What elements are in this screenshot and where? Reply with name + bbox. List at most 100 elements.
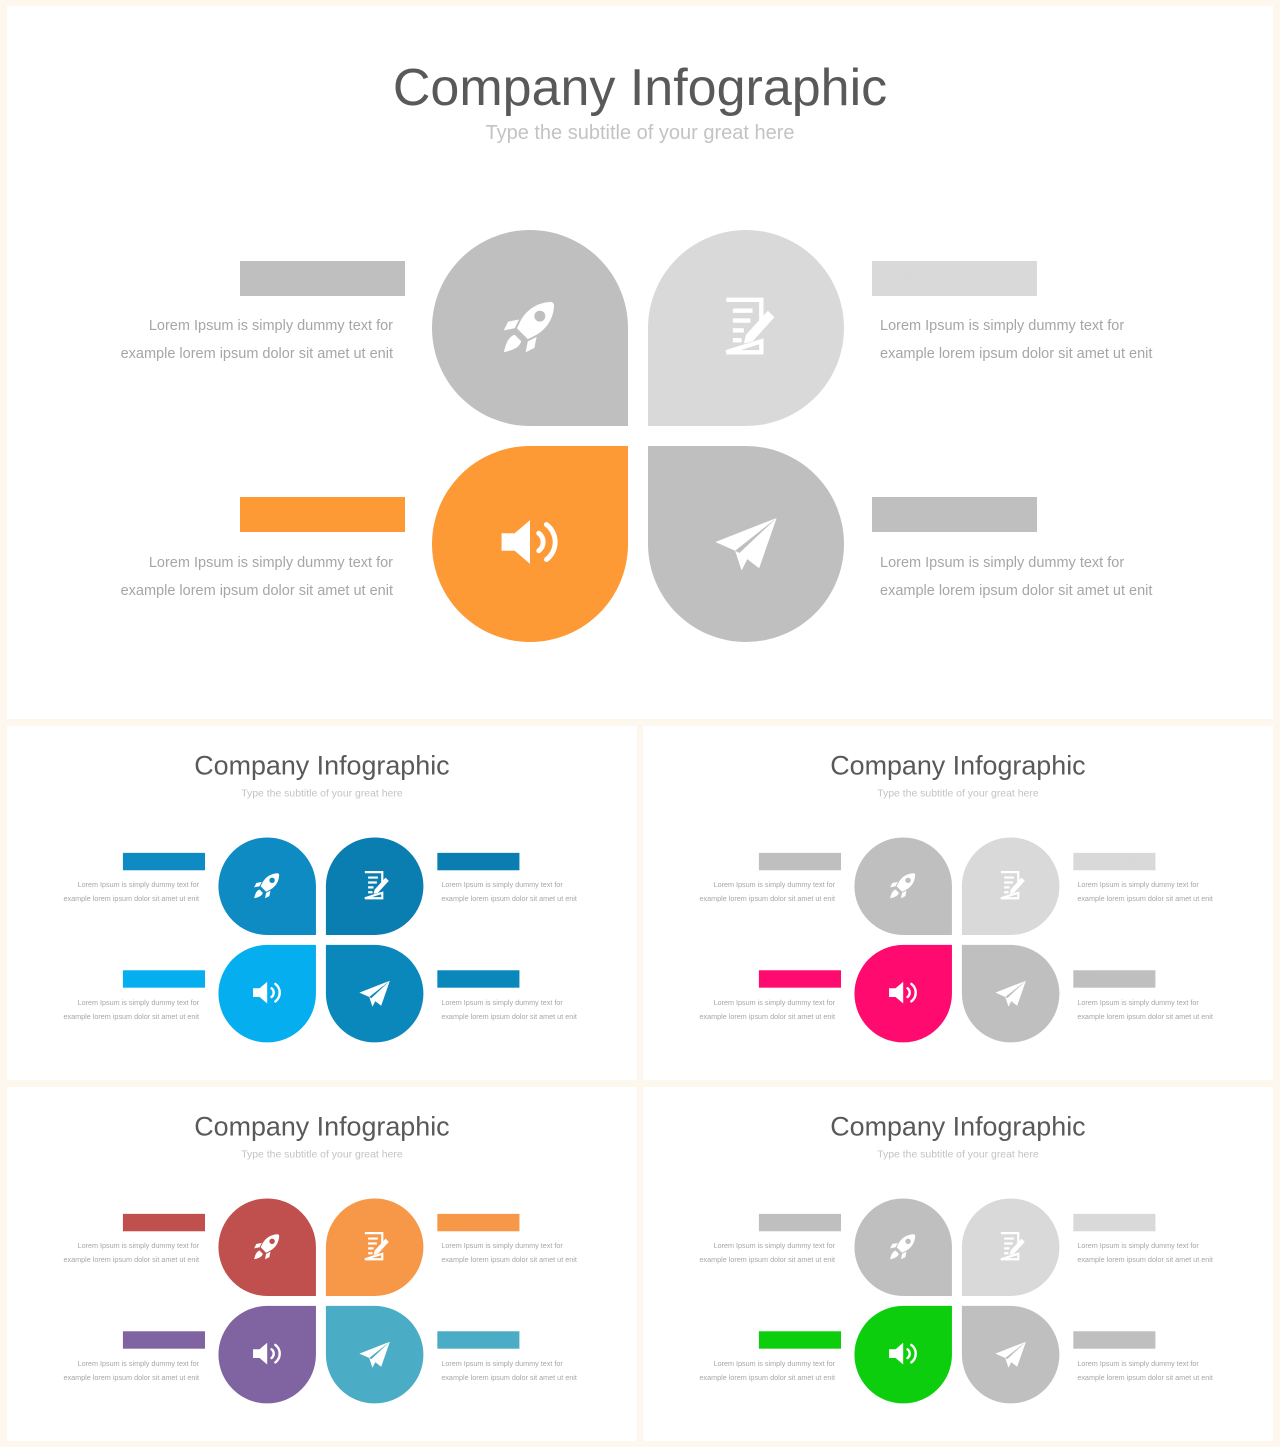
subtitle-tag-bottom-right: SUBTITLE HERE	[872, 497, 1038, 532]
description-top-right: Lorem Ipsum is simply dummy text for exa…	[1077, 1242, 1213, 1265]
subtitle-tag-bottom-left: SUBTITLE HERE	[758, 1331, 842, 1349]
subtitle-tag-bottom-right: SUBTITLE HERE	[1073, 970, 1156, 988]
petal-bottom-right	[325, 1305, 424, 1404]
page-subtitle: Type the subtitle of your great here	[877, 787, 1039, 800]
page-title: Company Infographic	[830, 1111, 1086, 1142]
subtitle-tag-top-right: SUBTITLE HERE	[437, 852, 520, 871]
description-bottom-left: Lorem Ipsum is simply dummy text for exa…	[63, 1360, 200, 1383]
slide-main: Company Infographic Type the subtitle of…	[7, 6, 1273, 719]
description-top-left: Lorem Ipsum is simply dummy text for exa…	[120, 318, 393, 362]
petal-bottom-right	[648, 446, 844, 642]
description-bottom-left: Lorem Ipsum is simply dummy text for exa…	[699, 999, 836, 1022]
page-subtitle: Type the subtitle of your great here	[241, 787, 403, 800]
rocket-icon	[250, 1229, 285, 1266]
rocket-icon	[495, 291, 565, 366]
page-subtitle: Type the subtitle of your great here	[485, 122, 795, 144]
rocket-icon	[886, 868, 921, 905]
petal-bottom-left	[854, 1305, 952, 1404]
document-edit-icon	[993, 868, 1028, 905]
description-top-right: Lorem Ipsum is simply dummy text for exa…	[1077, 881, 1213, 904]
speaker-icon	[495, 507, 565, 582]
description-top-right: Lorem Ipsum is simply dummy text for exa…	[441, 1242, 577, 1265]
description-top-left: Lorem Ipsum is simply dummy text for exa…	[699, 881, 836, 904]
subtitle-tag-top-left: SUBTITLE HERE	[758, 1213, 842, 1232]
slide-content: Company Infographic Type the subtitle of…	[643, 726, 1273, 1080]
description-bottom-right: Lorem Ipsum is simply dummy text for exa…	[441, 1360, 577, 1383]
paper-plane-icon	[357, 1336, 392, 1373]
description-bottom-right: Lorem Ipsum is simply dummy text for exa…	[1077, 999, 1213, 1022]
paper-plane-icon	[993, 1336, 1028, 1373]
description-bottom-left: Lorem Ipsum is simply dummy text for exa…	[63, 999, 200, 1022]
slide-content: Company Infographic Type the subtitle of…	[643, 1087, 1273, 1441]
subtitle-tag-bottom-right: SUBTITLE HERE	[1073, 1331, 1156, 1349]
subtitle-tag-bottom-left: SUBTITLE HERE	[122, 1331, 206, 1349]
description-top-left: Lorem Ipsum is simply dummy text for exa…	[63, 1242, 200, 1265]
description-bottom-right: Lorem Ipsum is simply dummy text for exa…	[1077, 1360, 1213, 1383]
speaker-icon	[250, 975, 285, 1012]
slide-pink: Company Infographic Type the subtitle of…	[643, 726, 1273, 1080]
document-edit-icon	[357, 868, 392, 905]
page-title: Company Infographic	[194, 1111, 450, 1142]
petal-top-left	[432, 230, 628, 426]
subtitle-tag-top-left: SUBTITLE HERE	[239, 261, 405, 296]
description-bottom-right: Lorem Ipsum is simply dummy text for exa…	[880, 555, 1153, 599]
document-edit-icon	[993, 1229, 1028, 1266]
petal-top-right	[325, 837, 424, 935]
page-subtitle: Type the subtitle of your great here	[241, 1148, 403, 1161]
petal-top-right	[961, 837, 1060, 935]
petal-bottom-left	[854, 944, 952, 1043]
document-edit-icon	[357, 1229, 392, 1266]
slide-content: Company Infographic Type the subtitle of…	[7, 1087, 637, 1441]
petal-bottom-left	[218, 944, 316, 1043]
description-bottom-left: Lorem Ipsum is simply dummy text for exa…	[699, 1360, 836, 1383]
slide-green: Company Infographic Type the subtitle of…	[643, 1087, 1273, 1441]
subtitle-tag-top-left: SUBTITLE HERE	[758, 852, 842, 871]
description-top-right: Lorem Ipsum is simply dummy text for exa…	[880, 318, 1153, 362]
subtitle-tag-top-right: SUBTITLE HERE	[872, 261, 1038, 296]
paper-plane-icon	[993, 975, 1028, 1012]
subtitle-tag-top-left: SUBTITLE HERE	[122, 1213, 206, 1232]
petal-bottom-left	[432, 446, 628, 642]
subtitle-tag-bottom-right: SUBTITLE HERE	[437, 970, 520, 988]
petal-top-left	[854, 1198, 952, 1296]
description-top-left: Lorem Ipsum is simply dummy text for exa…	[63, 881, 200, 904]
subtitle-tag-top-right: SUBTITLE HERE	[1073, 1213, 1156, 1232]
slide-blue: Company Infographic Type the subtitle of…	[7, 726, 637, 1080]
page-title: Company Infographic	[194, 750, 450, 781]
subtitle-tag-top-right: SUBTITLE HERE	[437, 1213, 520, 1232]
petal-top-right	[325, 1198, 424, 1296]
rocket-icon	[250, 868, 285, 905]
page-subtitle: Type the subtitle of your great here	[877, 1148, 1039, 1161]
petal-bottom-right	[961, 944, 1060, 1043]
subtitle-tag-bottom-left: SUBTITLE HERE	[122, 970, 206, 988]
slide-content: Company Infographic Type the subtitle of…	[7, 726, 637, 1080]
petal-bottom-left	[218, 1305, 316, 1404]
page-title: Company Infographic	[392, 59, 888, 117]
petal-top-right	[648, 230, 844, 426]
speaker-icon	[250, 1336, 285, 1373]
subtitle-tag-top-right: SUBTITLE HERE	[1073, 852, 1156, 871]
petal-top-left	[218, 1198, 316, 1296]
paper-plane-icon	[711, 507, 781, 582]
page-title: Company Infographic	[830, 750, 1086, 781]
rocket-icon	[886, 1229, 921, 1266]
speaker-icon	[886, 975, 921, 1012]
petal-bottom-right	[961, 1305, 1060, 1404]
description-bottom-left: Lorem Ipsum is simply dummy text for exa…	[120, 555, 393, 599]
description-top-right: Lorem Ipsum is simply dummy text for exa…	[441, 881, 577, 904]
document-edit-icon	[711, 291, 781, 366]
petal-top-left	[854, 837, 952, 935]
description-bottom-right: Lorem Ipsum is simply dummy text for exa…	[441, 999, 577, 1022]
slide-content: Company Infographic Type the subtitle of…	[7, 6, 1273, 719]
speaker-icon	[886, 1336, 921, 1373]
subtitle-tag-bottom-left: SUBTITLE HERE	[239, 497, 405, 532]
petal-top-right	[961, 1198, 1060, 1296]
description-top-left: Lorem Ipsum is simply dummy text for exa…	[699, 1242, 836, 1265]
subtitle-tag-bottom-right: SUBTITLE HERE	[437, 1331, 520, 1349]
petal-top-left	[218, 837, 316, 935]
subtitle-tag-bottom-left: SUBTITLE HERE	[758, 970, 842, 988]
slide-multicolor: Company Infographic Type the subtitle of…	[7, 1087, 637, 1441]
petal-bottom-right	[325, 944, 424, 1043]
paper-plane-icon	[357, 975, 392, 1012]
subtitle-tag-top-left: SUBTITLE HERE	[122, 852, 206, 871]
